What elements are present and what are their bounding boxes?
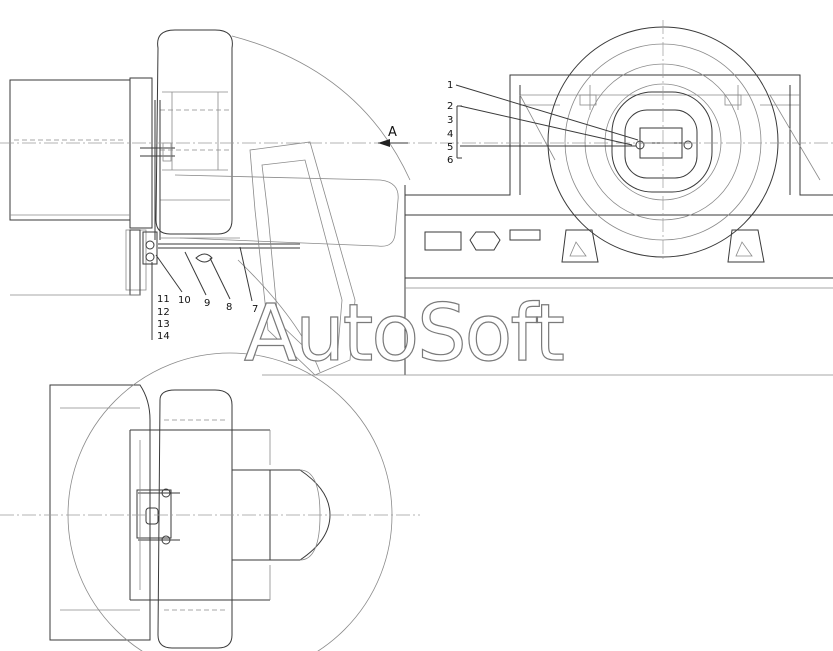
left-housing bbox=[9, 77, 153, 296]
mount-right bbox=[727, 229, 765, 263]
callout-9: 9 bbox=[204, 298, 210, 309]
callout-2: 2 bbox=[447, 101, 453, 112]
upper-view: A bbox=[0, 20, 833, 376]
callout-10: 10 bbox=[178, 295, 191, 306]
callout-12: 12 bbox=[157, 307, 170, 318]
vehicle-frame bbox=[262, 74, 833, 376]
swing-arc-lower bbox=[237, 259, 321, 373]
wheel-swing-position bbox=[174, 141, 399, 376]
callout-8: 8 bbox=[226, 302, 232, 313]
callout-3: 3 bbox=[447, 115, 453, 126]
carrier-bracket bbox=[140, 100, 300, 265]
spare-wheel-tyre bbox=[155, 29, 233, 235]
callout-11: 11 bbox=[157, 294, 170, 305]
view-arrow-a: A bbox=[378, 125, 408, 147]
callout-4: 4 bbox=[447, 129, 453, 140]
callout-13: 13 bbox=[157, 319, 170, 330]
callout-14: 14 bbox=[157, 331, 170, 342]
view-label-a: A bbox=[388, 125, 397, 140]
mount-left bbox=[561, 229, 599, 263]
callout-6: 6 bbox=[447, 155, 453, 166]
swing-arc bbox=[231, 35, 411, 181]
callout-5: 5 bbox=[447, 142, 453, 153]
lower-view bbox=[0, 352, 420, 651]
callouts: 1 2 3 4 5 6 7 8 9 10 11 12 13 14 bbox=[151, 80, 639, 342]
watermark: AutoSoft bbox=[244, 289, 563, 379]
callout-1: 1 bbox=[447, 80, 453, 91]
callout-7: 7 bbox=[252, 304, 258, 315]
